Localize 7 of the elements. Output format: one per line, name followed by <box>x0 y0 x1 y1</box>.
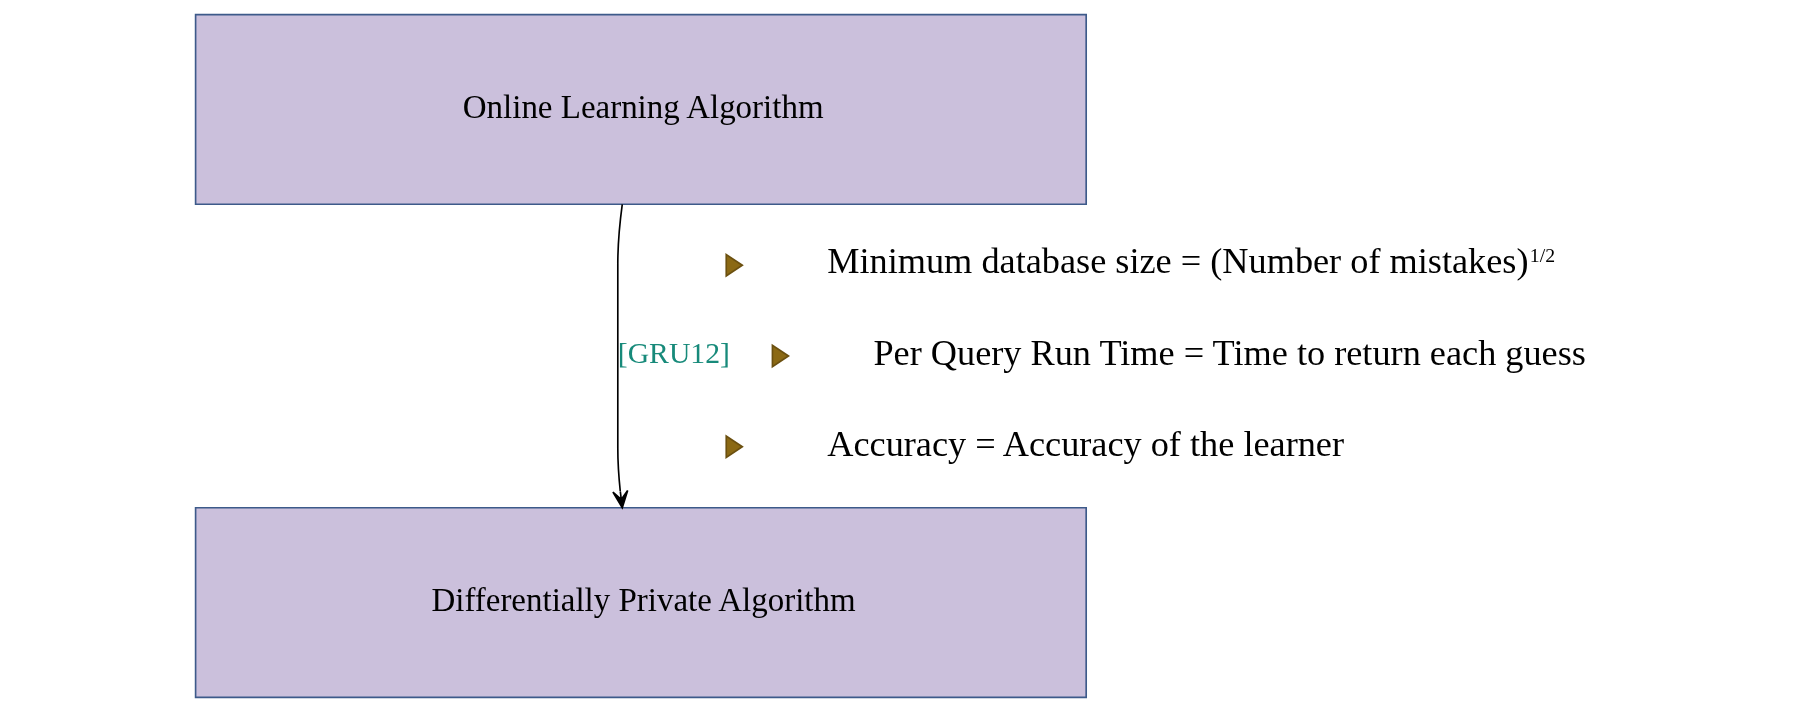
node-box: Online Learning Algorithm <box>194 13 1087 206</box>
label: Minimum database size = (Number of mistakes)$^{1/2}$ <box>826 240 1555 281</box>
label: Per Query Run Time = Time to return each guess <box>872 333 1586 374</box>
arrow <box>611 203 628 509</box>
node-box: Differentially Private Algorithm <box>194 506 1087 699</box>
label: Accuracy = Accuracy of the learner <box>826 423 1344 464</box>
edge-label: [GRU12] <box>617 337 730 370</box>
